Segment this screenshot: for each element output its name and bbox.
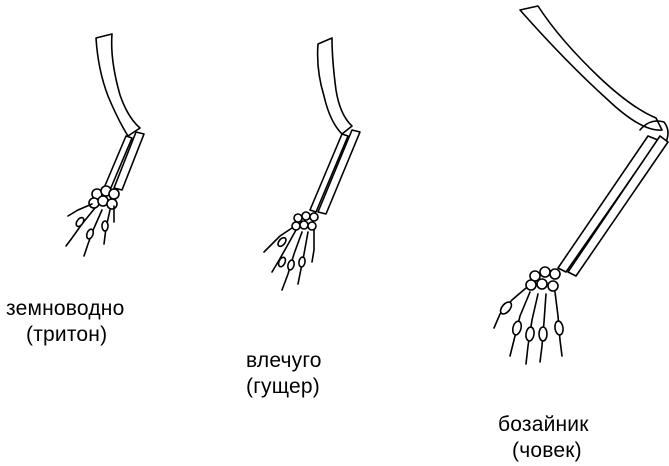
caption-reptile-line2: (гущер)	[246, 374, 322, 400]
caption-amphibian-line2: (тритон)	[6, 322, 124, 348]
reptile-humerus	[318, 38, 352, 134]
mammal-digits	[494, 288, 564, 364]
caption-mammal: бозайник (човек)	[498, 412, 589, 464]
mammal-humerus	[520, 6, 662, 130]
mammal-radius	[568, 136, 668, 276]
caption-amphibian-line1: земноводно	[6, 296, 124, 322]
caption-mammal-line2: (човек)	[498, 438, 589, 464]
reptile-limb-skeleton	[264, 38, 360, 290]
caption-reptile-line1: влечуго	[246, 348, 322, 374]
caption-reptile: влечуго (гущер)	[246, 348, 322, 400]
caption-amphibian: земноводно (тритон)	[6, 296, 124, 348]
caption-mammal-line1: бозайник	[498, 412, 589, 438]
mammal-carpals	[526, 267, 560, 291]
amphibian-limb-skeleton	[66, 34, 144, 256]
mammal-ulna	[558, 136, 658, 272]
amphibian-digits	[66, 204, 114, 256]
amphibian-humerus	[96, 34, 140, 136]
reptile-carpals	[292, 212, 318, 230]
reptile-digits	[264, 228, 314, 290]
mammal-limb-skeleton	[494, 6, 668, 364]
